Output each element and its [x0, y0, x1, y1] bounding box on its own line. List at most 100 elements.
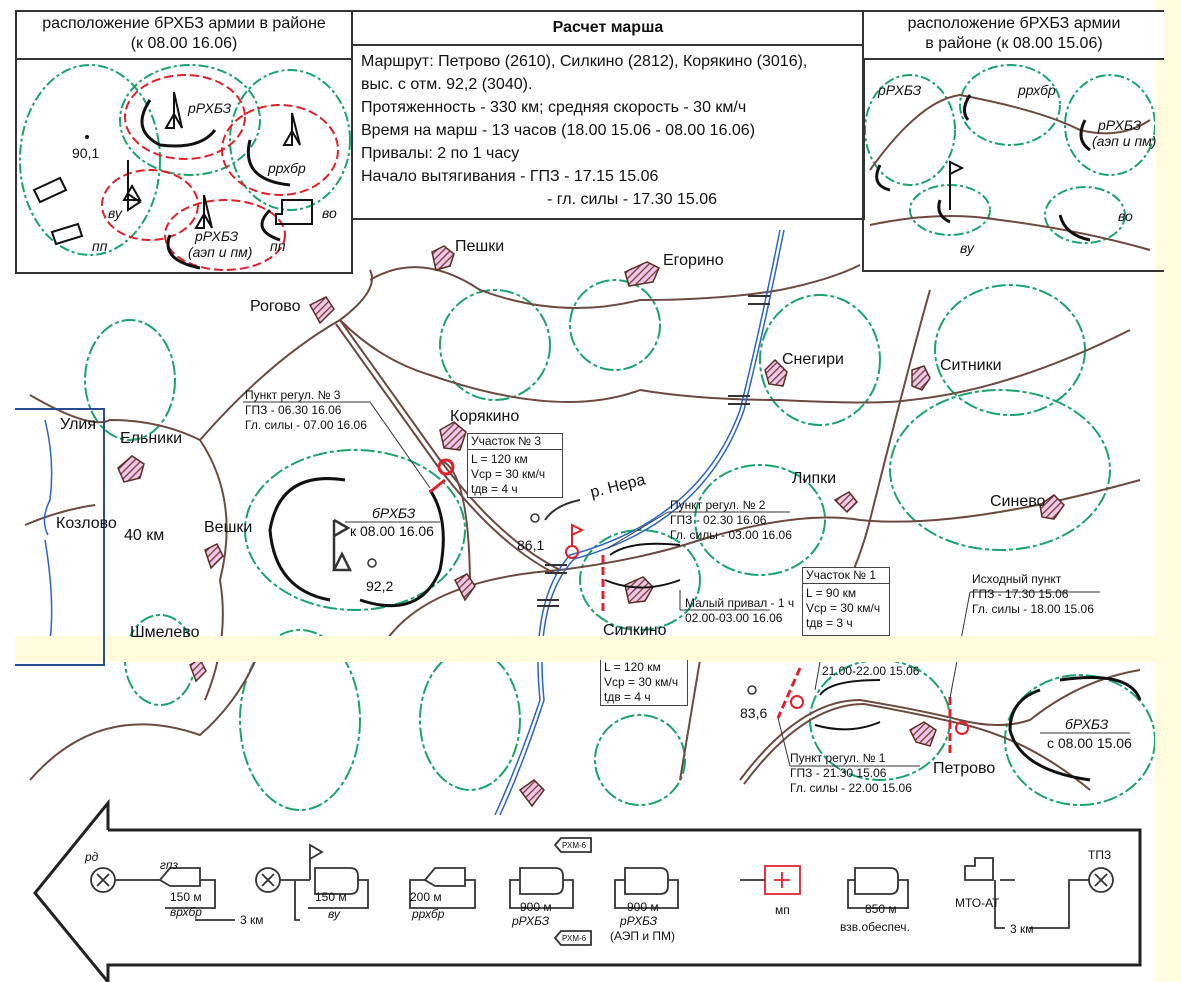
col-aep: (АЭП и ПМ): [610, 929, 675, 943]
calc-route: Маршрут: Петрово (2610), Силкино (2812),…: [361, 53, 808, 70]
section-time: tдв = 3 ч: [806, 616, 853, 630]
col-rrhbr: ррхбр: [412, 907, 445, 921]
bridges: [537, 295, 770, 607]
height-marker-icon: [747, 685, 757, 695]
halt-area-2: [814, 679, 881, 731]
flag-icon: [571, 523, 585, 546]
place-kozlovo: Козлово: [56, 515, 117, 532]
col-tpz: ТПЗ: [1088, 848, 1112, 862]
bridge-icon: [545, 564, 567, 574]
place-uliya: Улия: [60, 416, 97, 433]
road: [369, 264, 861, 309]
left-inset-frame: [15, 408, 105, 666]
settlement-icon: [764, 358, 788, 387]
settlement-icon: [117, 455, 145, 483]
height-922: 92,2: [366, 578, 394, 594]
small-halt-note: Малый привал - 1 ч 02.00-03.00 16.06: [685, 596, 794, 626]
calc-route-end: выс. с отм. 92,2 (3040).: [361, 76, 533, 93]
note-title: Пункт регул. № 2: [670, 498, 766, 512]
place-lipki: Липки: [792, 470, 837, 487]
section-speed: Vср = 30 км/ч: [806, 601, 881, 615]
forest: [84, 319, 176, 441]
unit-label: рРХБЗ: [188, 100, 232, 116]
road: [743, 702, 1091, 791]
settlement-icon: [624, 261, 660, 287]
unit-label: рРХБЗ: [878, 82, 922, 98]
bridge-icon: [748, 295, 770, 305]
settlement-icon: [624, 576, 654, 604]
height-836: 83,6: [740, 705, 768, 721]
inset-right-subtitle: в районе (к 08.00 15.06): [925, 35, 1103, 52]
settlement-icon: [453, 573, 476, 602]
distance-40km: 40 км: [124, 527, 165, 544]
unit-label: (аэп и пм): [188, 244, 253, 260]
command-post-icon: [331, 518, 353, 572]
inset-right-title: расположение бРХБЗ армии: [907, 15, 1121, 32]
flag-icon: [309, 843, 324, 880]
inset-left-title: расположение бРХБЗ армии в районе: [42, 15, 326, 32]
road: [24, 504, 96, 526]
settlements: [117, 245, 1065, 808]
section-length: L = 90 км: [806, 586, 857, 600]
settlement-icon: [431, 245, 455, 271]
road: [29, 269, 373, 442]
settlement-icon: [518, 779, 545, 808]
settlement-icon: [833, 491, 859, 514]
forest: [239, 629, 361, 811]
col-vzv: взв.обеспеч.: [840, 920, 910, 934]
section-length: L = 120 км: [471, 452, 528, 466]
unit-label: ву: [960, 240, 974, 256]
col-3km-b: 3 км: [1010, 922, 1034, 936]
place-petrovo: Петрово: [933, 760, 996, 777]
march-calculation-panel: Расчет марша Маршрут: Петрово (2610), Си…: [351, 10, 865, 220]
section-1-box: Участок № 1 L = 90 км Vср = 30 км/ч tдв …: [802, 567, 890, 636]
unit-label: во: [322, 205, 337, 221]
place-elniki: Ельники: [120, 430, 183, 447]
unit-label: пп: [270, 238, 286, 254]
road: [339, 319, 1141, 572]
col-gpz: гпз: [160, 858, 179, 872]
col-mp: мп: [775, 903, 790, 917]
calc-time: Время на марш - 13 часов (18.00 15.06 - …: [361, 122, 756, 139]
start-point-note: Исходный пункт ГПЗ - 17.30 15.06 Гл. сил…: [972, 572, 1094, 617]
vehicle-icon: [314, 867, 359, 895]
inset-final-position: расположение бРХБЗ армии в районе (к 08.…: [15, 10, 353, 274]
brhbz-start-area: [1008, 676, 1142, 782]
forest: [244, 449, 466, 611]
section-speed: Vср = 30 км/ч: [471, 467, 546, 481]
height-marker-icon: [367, 558, 377, 568]
col-mto: МТО-АТ: [955, 896, 1000, 910]
note-main: Гл. силы - 07.00 16.06: [245, 418, 367, 432]
settlement-icon: [911, 365, 931, 391]
rhm-icon-bottom: [553, 930, 592, 946]
road: [439, 459, 471, 591]
regulation-point-3-note: Пункт регул. № 3 ГПЗ - 06.30 16.06 Гл. с…: [245, 388, 367, 433]
col-150m-a: 150 м: [170, 890, 202, 904]
regulation-points: [429, 458, 969, 755]
unit-label: ррхбр: [268, 160, 306, 176]
col-200m: 200 м: [410, 890, 442, 904]
unit-label: во: [1118, 208, 1133, 224]
forest: [934, 284, 1086, 416]
road: [339, 319, 1131, 404]
place-veshki: Вешки: [204, 519, 253, 536]
forest: [579, 529, 701, 631]
calc-start-gpz: Начало вытягивания - ГПЗ - 17.15 15.06: [361, 168, 659, 185]
section-3-box: Участок № 3 L = 120 км Vср = 30 км/ч tдв…: [467, 433, 563, 498]
note-gpz: ГПЗ - 21.30 15.06: [790, 766, 887, 780]
forest: [889, 389, 1111, 551]
regulation-point-2-note: Пункт регул. № 2 ГПЗ - 02.30 16.06 Гл. с…: [670, 498, 792, 543]
rhm-icon-top: [553, 837, 592, 853]
inset-right-header: расположение бРХБЗ армии в районе (к 08.…: [864, 12, 1164, 60]
river-direction-arrow: [544, 499, 581, 521]
vehicle-icon: [624, 867, 669, 895]
vehicle-icon: [158, 867, 201, 887]
calc-start-main: - гл. силы - 17.30 15.06: [547, 191, 717, 208]
inset-left-subtitle: (к 08.00 16.06): [130, 35, 238, 52]
roads: [24, 264, 1141, 791]
place-rogovo: Рогово: [250, 298, 301, 315]
note-title: Пункт регул. № 1: [790, 751, 886, 765]
halt-area-1: [604, 542, 681, 589]
road: [739, 669, 1141, 781]
section-speed: Vср = 30 км/ч: [604, 675, 679, 689]
